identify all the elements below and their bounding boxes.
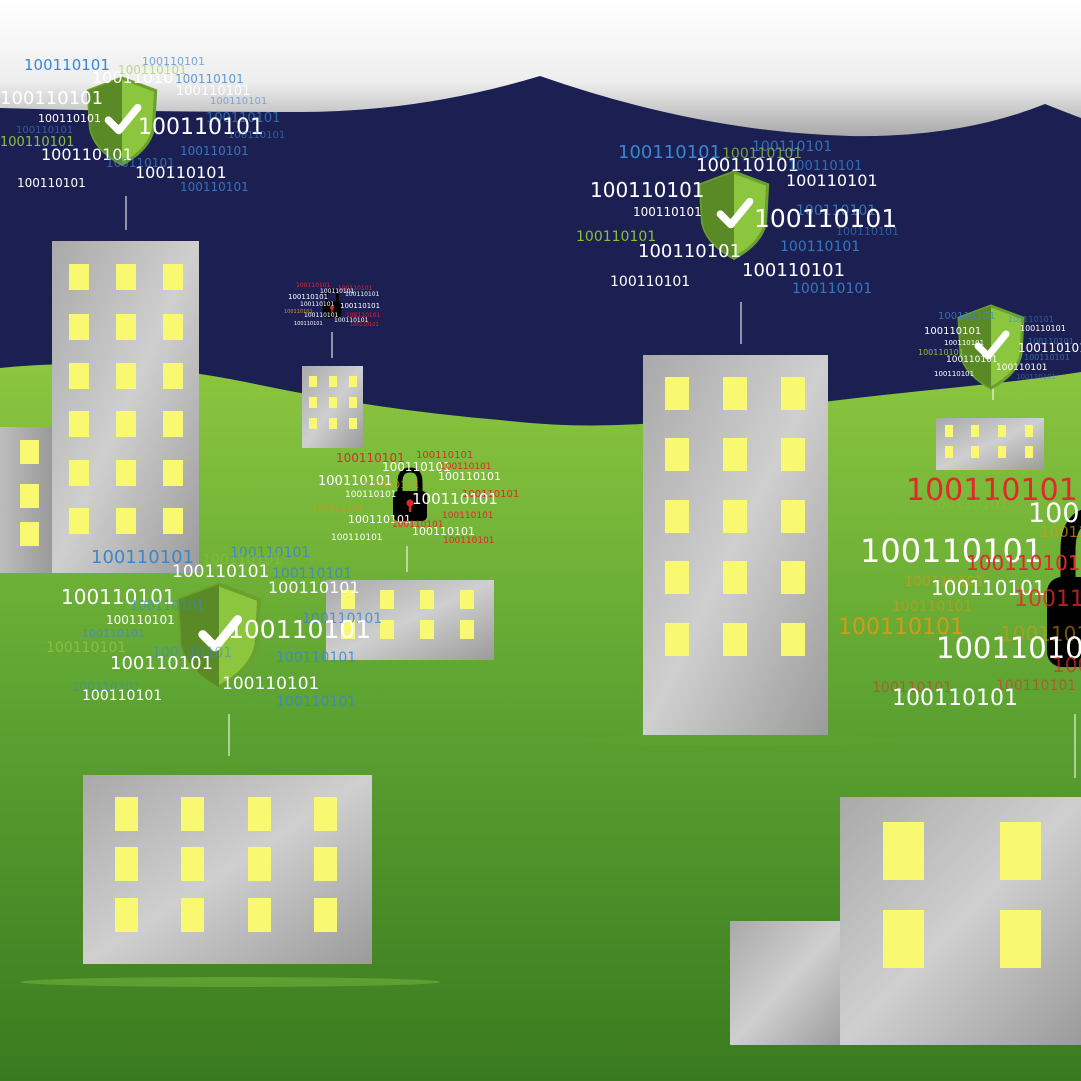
cloud-icon — [0, 0, 1081, 137]
ground-shadow — [340, 664, 520, 672]
ground-shadow — [580, 734, 900, 746]
ground-shadow — [20, 977, 440, 987]
office-building-icon — [0, 427, 52, 573]
office-building-icon — [302, 366, 363, 448]
connector-lines — [125, 196, 1076, 778]
office-building-icon — [52, 241, 199, 573]
office-building-icon — [83, 775, 372, 964]
office-building-icon — [643, 355, 828, 735]
office-building-icon — [326, 580, 494, 660]
office-building-icon — [730, 797, 1081, 1045]
office-building-icon — [936, 418, 1044, 470]
